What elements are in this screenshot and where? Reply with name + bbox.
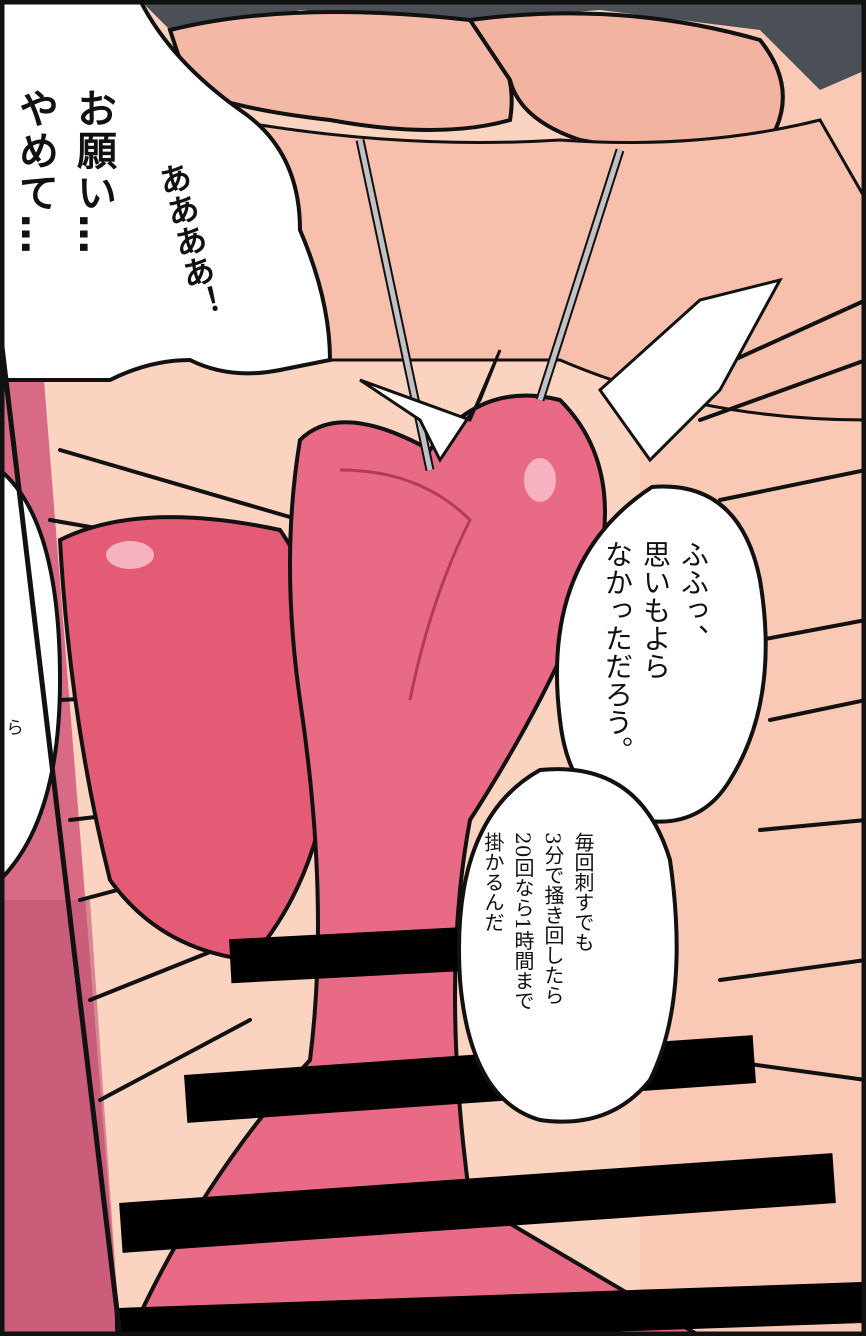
speech-fufu: ふふっ、 思いもよら なかっただろう。 [601, 540, 710, 764]
speech-partial-left: ら [3, 718, 24, 736]
speech-every-time: 毎回刺すでも 3分で掻き回したら 20回なら1時間まで 掛かるんだ [481, 832, 595, 1011]
speech-please-stop: お願い… やめて… [12, 88, 116, 256]
